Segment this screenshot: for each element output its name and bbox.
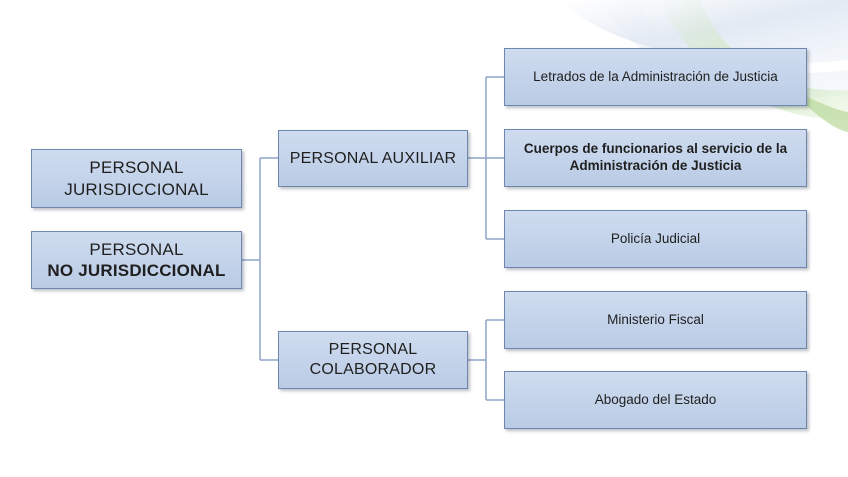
node-line: Letrados de la Administración de Justici… (533, 68, 778, 84)
node-personal-colaborador: PERSONAL COLABORADOR (278, 331, 468, 389)
node-line: JURISDICCIONAL (64, 179, 209, 199)
node-personal-jurisdiccional: PERSONAL JURISDICCIONAL (31, 149, 242, 208)
node-line: Administración de Justicia (569, 158, 742, 173)
node-personal-auxiliar: PERSONAL AUXILIAR (278, 130, 468, 187)
node-line: Policía Judicial (610, 230, 701, 246)
node-line: PERSONAL AUXILIAR (289, 149, 457, 167)
node-line: COLABORADOR (309, 361, 437, 378)
node-line: Cuerpos de funcionarios al servicio de l… (523, 141, 788, 157)
node-line: Abogado del Estado (594, 391, 717, 407)
node-line: Ministerio Fiscal (607, 311, 704, 327)
node-line: PERSONAL (89, 158, 184, 178)
node-letrados: Letrados de la Administración de Justici… (504, 48, 807, 106)
node-line: PERSONAL (328, 341, 418, 358)
node-abogado-estado: Abogado del Estado (504, 371, 807, 429)
node-cuerpos-funcionarios: Cuerpos de funcionarios al servicio de l… (504, 129, 807, 187)
node-policia-judicial: Policía Judicial (504, 210, 807, 268)
node-line-emphasis: NO JURISDICCIONAL (47, 261, 226, 280)
node-line: PERSONAL (89, 239, 184, 259)
node-personal-no-jurisdiccional: PERSONAL NO JURISDICCIONAL (31, 231, 242, 289)
node-ministerio-fiscal: Ministerio Fiscal (504, 291, 807, 349)
